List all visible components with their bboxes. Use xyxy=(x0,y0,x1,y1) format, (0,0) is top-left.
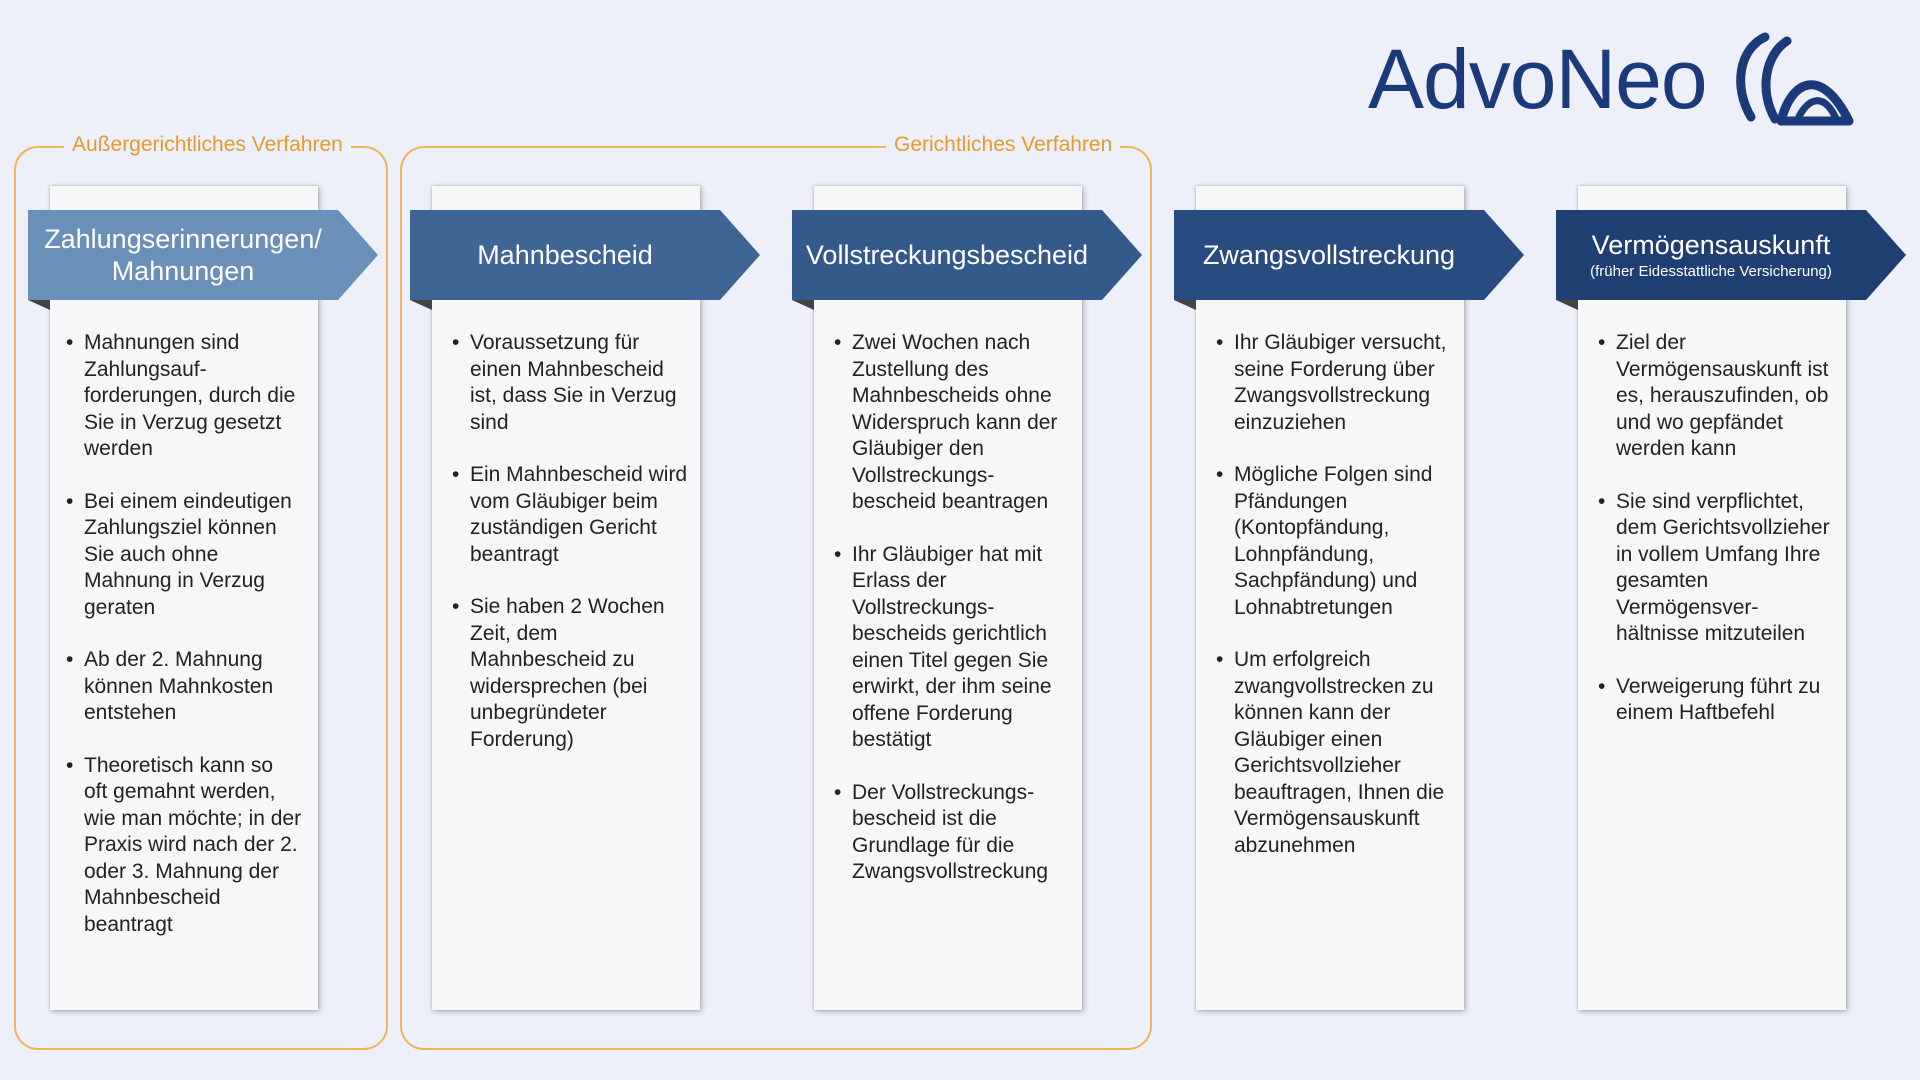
step-title: Vermögensauskunft xyxy=(1591,229,1831,260)
bullet-item: Sie haben 2 Wochen Zeit, dem Mahnbeschei… xyxy=(452,594,688,753)
step-title: Zahlungserinnerungen/ Mahnungen xyxy=(44,223,322,286)
banner-arrow-shape xyxy=(792,210,1142,310)
bullet-item: Theoretisch kann so oft gemahnt werden, … xyxy=(66,753,302,939)
step-subtitle: (früher Eidesstattliche Versicherung) xyxy=(1590,263,1832,281)
advoneo-logo: AdvoNeo xyxy=(1368,24,1855,134)
step-title: Zwangsvollstreckung xyxy=(1202,239,1456,270)
step-bullets-zwangsvollstreckung: Ihr Gläubiger versucht, seine Forderung … xyxy=(1216,330,1452,885)
judicial-group-label: Gerichtliches Verfahren xyxy=(886,133,1121,157)
bullet-item: Ihr Gläubiger hat mit Erlass der Vollstr… xyxy=(834,542,1070,754)
step-title: Vollstreckungsbescheid xyxy=(805,239,1089,270)
brand-name: AdvoNeo xyxy=(1368,32,1708,126)
bullet-item: Mahnungen sind Zahlungsauf-forderungen, … xyxy=(66,330,302,463)
bullet-item: Verweigerung führt zu einem Haftbefehl xyxy=(1598,674,1834,727)
bullet-item: Der Vollstreckungs-bescheid ist die Grun… xyxy=(834,780,1070,886)
step-bullets-reminders: Mahnungen sind Zahlungsauf-forderungen, … xyxy=(66,330,302,964)
judicial-group-frame xyxy=(400,146,1152,1050)
step-banner-vermoegensauskunft: Vermögensauskunft (früher Eidesstattlich… xyxy=(1556,210,1906,310)
banner-arrow-shape xyxy=(410,210,760,310)
bullet-item: Mögliche Folgen sind Pfändungen (Kontopf… xyxy=(1216,462,1452,621)
leaf-logo-icon xyxy=(1735,32,1854,126)
step-banner-mahnbescheid: Mahnbescheid xyxy=(410,210,760,310)
banner-arrow-shape xyxy=(1174,210,1524,310)
bullet-item: Zwei Wochen nach Zustellung des Mahnbesc… xyxy=(834,330,1070,516)
banner-arrow-shape xyxy=(1556,210,1906,310)
bullet-item: Bei einem eindeutigen Zahlungsziel könne… xyxy=(66,489,302,622)
step-banner-zwangsvollstreckung: Zwangsvollstreckung xyxy=(1174,210,1524,310)
banner-arrow-shape xyxy=(28,210,378,310)
bullet-item: Um erfolgreich zwangvollstrecken zu könn… xyxy=(1216,647,1452,859)
step-banner-vollstreckungsbescheid: Vollstreckungsbescheid xyxy=(792,210,1142,310)
bullet-item: Ab der 2. Mahnung können Mahnkosten ents… xyxy=(66,647,302,727)
bullet-item: Ziel der Vermögensauskunft ist es, herau… xyxy=(1598,330,1834,463)
bullet-item: Ein Mahnbescheid wird vom Gläubiger beim… xyxy=(452,462,688,568)
step-bullets-vermoegensauskunft: Ziel der Vermögensauskunft ist es, herau… xyxy=(1598,330,1834,753)
step-title: Mahnbescheid xyxy=(477,239,653,270)
bullet-item: Ihr Gläubiger versucht, seine Forderung … xyxy=(1216,330,1452,436)
extrajudicial-group-label: Außergerichtliches Verfahren xyxy=(64,133,351,157)
bullet-item: Sie sind verpflichtet, dem Gerichtsvollz… xyxy=(1598,489,1834,648)
bullet-item: Voraussetzung für einen Mahnbescheid ist… xyxy=(452,330,688,436)
step-banner-reminders: Zahlungserinnerungen/ Mahnungen xyxy=(28,210,378,310)
step-bullets-vollstreckungsbescheid: Zwei Wochen nach Zustellung des Mahnbesc… xyxy=(834,330,1070,912)
step-bullets-mahnbescheid: Voraussetzung für einen Mahnbescheid ist… xyxy=(452,330,688,779)
